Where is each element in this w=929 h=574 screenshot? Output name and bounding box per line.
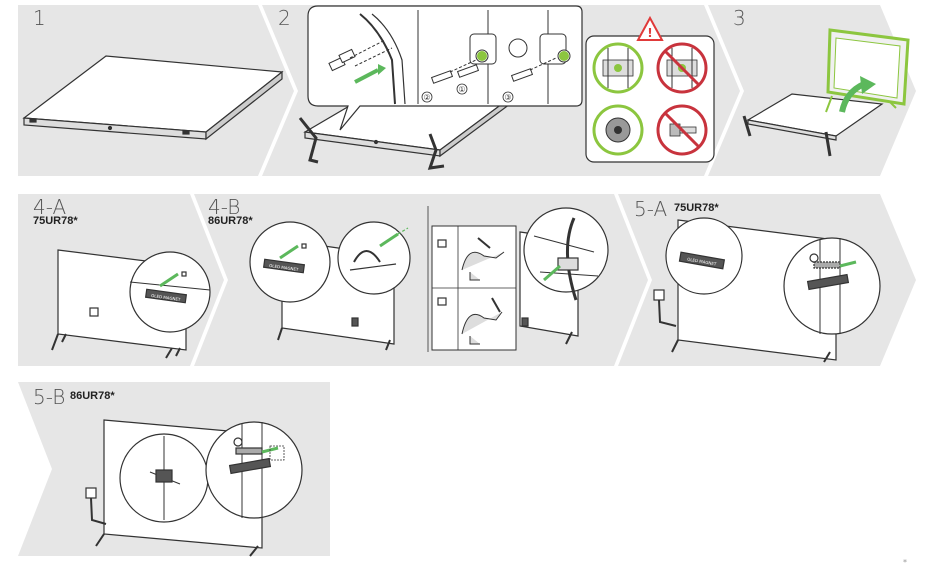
warning-symbol: ! bbox=[647, 26, 652, 40]
callout-1: ① bbox=[458, 85, 465, 94]
screw-detail-callout: ② ① ③ bbox=[307, 5, 583, 131]
step-5a-illustration: OLED MAGNET bbox=[653, 217, 881, 363]
step-4b-illustration: OLED MAGNET bbox=[249, 206, 609, 352]
step-4b-number: 4-B bbox=[208, 195, 241, 219]
callout-3: ③ bbox=[504, 93, 511, 102]
callout-2: ② bbox=[423, 93, 430, 102]
step-4b-model: 86UR78* bbox=[208, 215, 253, 227]
step-5a-model: 75UR78* bbox=[674, 202, 719, 214]
warning-triangle-icon bbox=[636, 15, 664, 41]
step-5a-number: 5-A bbox=[634, 197, 668, 221]
step-5b-number: 5-B bbox=[33, 385, 66, 409]
magnet-label-5a: OLED MAGNET bbox=[687, 256, 717, 266]
page-mark: * bbox=[903, 558, 907, 567]
step-5b-illustration bbox=[85, 419, 303, 557]
step-3-number: 3 bbox=[733, 6, 746, 30]
step-1-number: 1 bbox=[33, 6, 46, 30]
magnet-part bbox=[144, 288, 188, 304]
unlock-icon bbox=[437, 297, 447, 306]
step-4a-illustration: OLED MAGNET bbox=[51, 249, 211, 359]
step-4a-number: 4-A bbox=[33, 195, 67, 219]
lock-icon bbox=[437, 239, 447, 248]
warning-box: ! bbox=[585, 15, 715, 163]
magnet-label: OLED MAGNET bbox=[151, 293, 181, 302]
step-4a-model: 75UR78* bbox=[33, 215, 78, 227]
tv-stand-up-illustration bbox=[742, 28, 910, 157]
magnet-label-4b: OLED MAGNET bbox=[269, 263, 299, 272]
step-5b-model: 86UR78* bbox=[70, 390, 115, 402]
step-2-number: 2 bbox=[278, 6, 291, 30]
tv-flat-illustration bbox=[22, 55, 284, 141]
